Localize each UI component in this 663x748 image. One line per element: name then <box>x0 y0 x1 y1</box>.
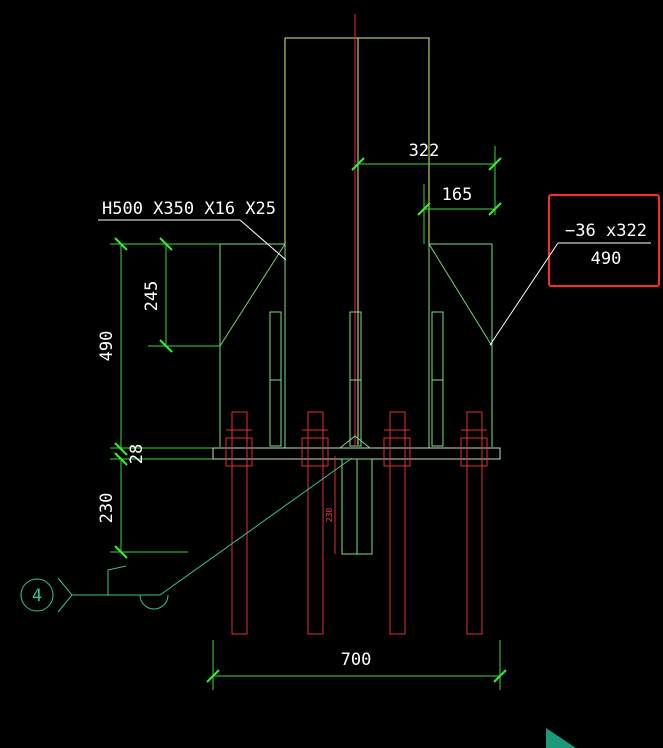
stiffener-left-diagonal <box>219 243 286 347</box>
dim-322-label: 322 <box>409 141 440 161</box>
small-red-dimension-label: 230 <box>325 508 334 523</box>
dim-245-tick-bottom <box>159 339 173 353</box>
section-leader <box>239 219 287 261</box>
detail-marker-number: 4 <box>32 586 42 606</box>
corner-cursor-icon <box>546 728 576 748</box>
dim-490-tick-bottom <box>114 442 128 456</box>
dim-230-label: 230 <box>97 493 117 524</box>
weld-all-around-symbol <box>139 594 169 610</box>
weld-symbol-tail <box>57 577 73 613</box>
column-outline <box>284 37 430 449</box>
plate-callout-leader <box>489 242 559 346</box>
anchor-bolt-4 <box>460 411 488 635</box>
dim-165-tick-left <box>417 202 431 216</box>
rib-plate-2 <box>349 311 362 447</box>
dim-230-tick-bottom <box>114 545 128 559</box>
dim-700-tick-right <box>493 669 507 683</box>
plate-callout-height: 490 <box>591 249 622 269</box>
dim-490-label: 490 <box>97 331 117 362</box>
dim-490-tick-top <box>114 237 128 251</box>
dim-28-label: 28 <box>127 444 147 464</box>
anchor-bolt-2 <box>301 411 329 635</box>
dim-700-tick-left <box>206 669 220 683</box>
dim-165-label: 165 <box>442 185 473 205</box>
rib-plate-1 <box>269 311 282 447</box>
dim-322-tick-left <box>351 157 365 171</box>
dim-245-label: 245 <box>142 281 162 312</box>
base-plate <box>212 447 501 460</box>
plate-callout-box <box>548 194 660 287</box>
dim-245-tick-top <box>159 237 173 251</box>
dim-165-tick-right <box>488 202 502 216</box>
stiffener-right <box>429 243 493 346</box>
stiffener-right-diagonal <box>428 243 493 347</box>
weld-symbol-fillet <box>107 565 127 595</box>
weld-leader-arrow <box>159 457 353 596</box>
dim-700-label: 700 <box>341 650 372 670</box>
dim-322-tick-right <box>488 157 502 171</box>
plate-callout-size: −36 x322 <box>565 221 647 241</box>
detail-marker-circle <box>20 578 54 612</box>
rib-plate-3 <box>431 311 444 447</box>
anchor-bolt-3 <box>383 411 411 635</box>
anchor-bolt-1 <box>225 411 253 635</box>
shear-key-weld <box>339 435 371 449</box>
section-label: H500 X350 X16 X25 <box>102 199 276 219</box>
